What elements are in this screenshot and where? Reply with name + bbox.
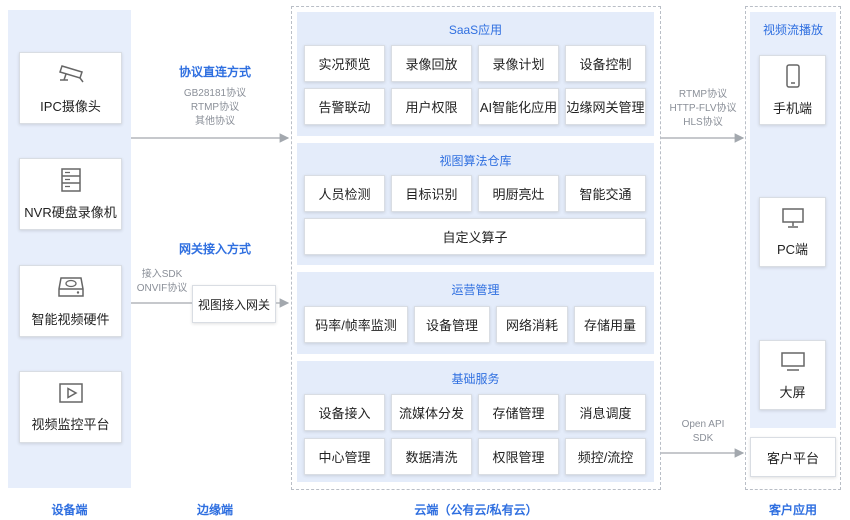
algo-item[interactable]: 智能交通: [565, 175, 646, 212]
saas-item[interactable]: 用户权限: [391, 88, 472, 125]
gateway-access-title: 网关接入方式: [178, 242, 251, 256]
protocol-label: 接入SDK: [141, 269, 183, 280]
client-label: PC端: [776, 241, 809, 257]
base-item[interactable]: 消息调度: [565, 394, 646, 431]
saas-item[interactable]: 边缘网关管理: [565, 88, 646, 125]
video-player-icon: [58, 382, 83, 403]
base-item[interactable]: 设备接入: [304, 394, 385, 431]
section-title: 视图算法仓库: [439, 154, 512, 168]
api-label: Open API: [681, 419, 725, 430]
device-card-platform[interactable]: 视频监控平台: [19, 371, 122, 443]
algo-item[interactable]: 人员检测: [304, 175, 385, 212]
gateway-box[interactable]: 视图接入网关: [192, 285, 276, 323]
cloud-footer: 云端（公有云/私有云）: [414, 503, 538, 517]
device-label: NVR硬盘录像机: [24, 204, 117, 220]
server-rack-icon: [60, 167, 81, 192]
custom-operator-item[interactable]: 自定义算子: [304, 218, 646, 255]
hard-drive-icon: [57, 276, 84, 297]
ops-item[interactable]: 存储用量: [574, 306, 646, 343]
client-boundary: [745, 6, 841, 490]
client-card-mobile[interactable]: 手机端: [759, 55, 826, 125]
protocol-label: GB28181协议: [183, 88, 247, 99]
base-item[interactable]: 中心管理: [304, 438, 385, 475]
protocol-label: 其他协议: [195, 116, 235, 127]
client-card-bigscreen[interactable]: 大屏: [759, 340, 826, 410]
tv-icon: [780, 351, 805, 371]
cloud-boundary: [291, 6, 661, 490]
client-footer: 客户应用: [768, 503, 817, 517]
client-card-pc[interactable]: PC端: [759, 197, 826, 267]
base-item[interactable]: 存储管理: [478, 394, 559, 431]
protocol-label: RTMP协议: [190, 102, 240, 113]
saas-item[interactable]: 告警联动: [304, 88, 385, 125]
saas-item[interactable]: AI智能化应用: [478, 88, 559, 125]
stream-protocols: RTMP协议 HTTP-FLV协议 HLS协议: [662, 88, 744, 130]
saas-item[interactable]: 设备控制: [565, 45, 646, 82]
device-card-ipc[interactable]: IPC摄像头: [19, 52, 122, 124]
base-item[interactable]: 数据清洗: [391, 438, 472, 475]
saas-item[interactable]: 录像回放: [391, 45, 472, 82]
section-title: 基础服务: [451, 372, 500, 386]
direct-protocols: GB28181协议 RTMP协议 其他协议: [145, 87, 285, 129]
client-label: 手机端: [772, 100, 812, 116]
section-title: 运营管理: [451, 283, 500, 297]
protocol-label: ONVIF协议: [136, 283, 188, 294]
device-lane-footer: 设备端: [51, 503, 88, 517]
api-labels: Open API SDK: [662, 418, 744, 446]
device-card-hardware[interactable]: 智能视频硬件: [19, 265, 122, 337]
monitor-icon: [781, 207, 804, 228]
section-title: SaaS应用: [448, 23, 503, 37]
protocol-label: HLS协议: [683, 117, 723, 128]
api-label: SDK: [692, 433, 714, 444]
client-label: 大屏: [779, 384, 806, 400]
smartphone-icon: [785, 63, 800, 88]
protocol-label: RTMP协议: [678, 89, 728, 100]
device-label: IPC摄像头: [40, 98, 101, 114]
cctv-camera-icon: [58, 64, 84, 82]
ops-item[interactable]: 网络消耗: [496, 306, 568, 343]
base-item[interactable]: 频控/流控: [565, 438, 646, 475]
base-item[interactable]: 流媒体分发: [391, 394, 472, 431]
client-title: 视频流播放: [762, 23, 823, 37]
algo-item[interactable]: 明厨亮灶: [478, 175, 559, 212]
base-item[interactable]: 权限管理: [478, 438, 559, 475]
ops-item[interactable]: 设备管理: [414, 306, 490, 343]
device-card-nvr[interactable]: NVR硬盘录像机: [19, 158, 122, 230]
device-label: 视频监控平台: [31, 416, 110, 432]
edge-lane-footer: 边缘端: [196, 503, 233, 517]
protocol-label: HTTP-FLV协议: [669, 103, 737, 114]
client-platform-card[interactable]: 客户平台: [750, 437, 836, 477]
saas-item[interactable]: 实况预览: [304, 45, 385, 82]
gateway-protocols: 接入SDK ONVIF协议: [126, 268, 198, 296]
direct-connect-title: 协议直连方式: [178, 65, 251, 79]
saas-item[interactable]: 录像计划: [478, 45, 559, 82]
device-label: 智能视频硬件: [31, 311, 110, 327]
ops-item[interactable]: 码率/帧率监测: [304, 306, 408, 343]
algo-item[interactable]: 目标识别: [391, 175, 472, 212]
